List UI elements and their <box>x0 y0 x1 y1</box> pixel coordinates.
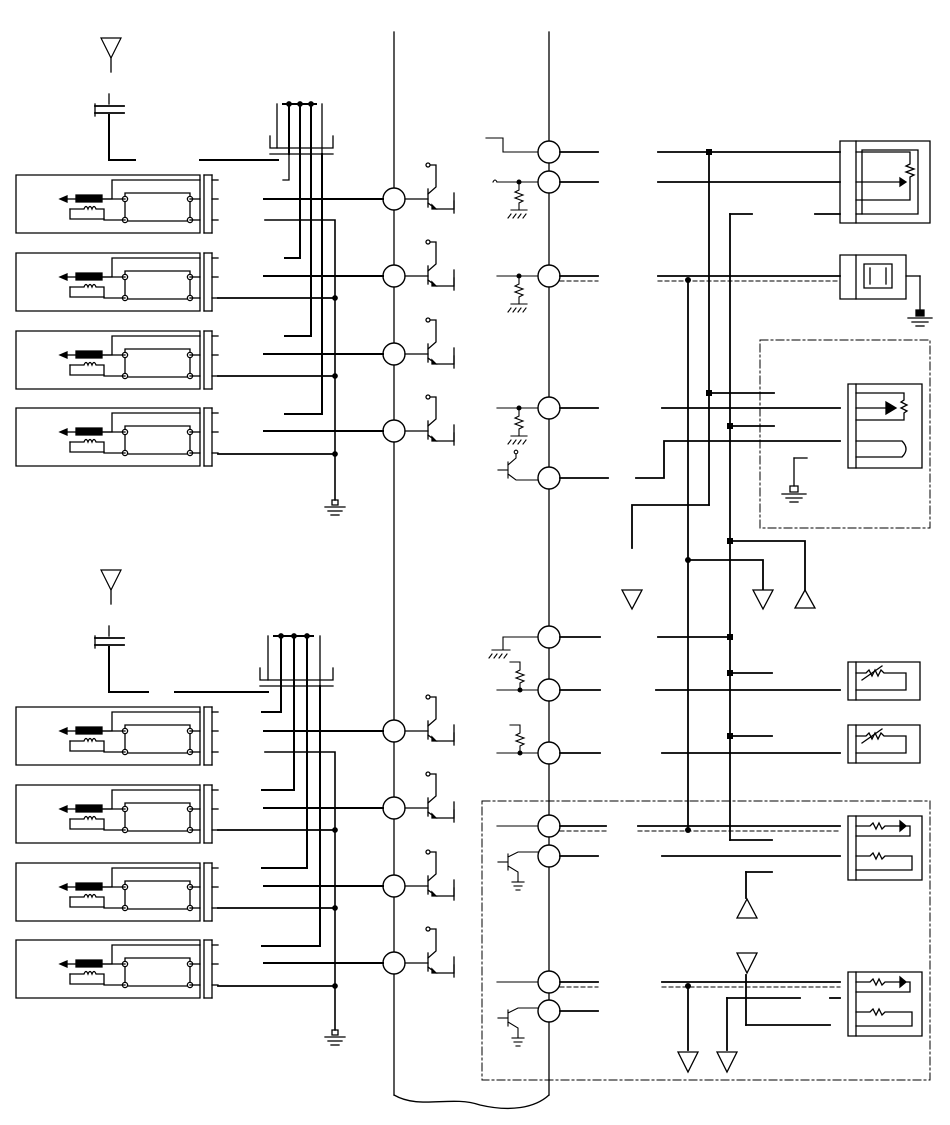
bus-node-driver <box>263 162 455 214</box>
output-triangle <box>622 590 773 1072</box>
right-wiring <box>560 152 840 1050</box>
bus-node-driver <box>263 317 455 369</box>
capacitor-upper <box>95 94 135 160</box>
bus-node-driver <box>263 771 455 823</box>
connector-lower <box>175 634 333 946</box>
ground-collector-lower <box>265 752 345 1045</box>
actuator-module <box>15 862 219 922</box>
ground-collector-upper <box>265 220 345 515</box>
controller-bus <box>394 32 549 1108</box>
led-heater-pair <box>848 816 922 880</box>
input-triangle <box>737 590 815 918</box>
actuator-module <box>15 252 219 312</box>
actuator-module <box>15 330 219 390</box>
thermistor <box>848 725 920 763</box>
bus-node-driver <box>263 849 455 901</box>
crystal-oscillator <box>840 255 932 326</box>
actuator-module <box>15 784 219 844</box>
actuator-module <box>15 407 219 467</box>
potentiometer <box>840 141 930 223</box>
actuator-module <box>15 174 219 234</box>
antenna-lower <box>101 570 121 604</box>
connector-upper <box>200 102 333 414</box>
capacitor-lower <box>95 626 148 692</box>
module-feed-lines <box>218 298 335 986</box>
dash-dot-enclosure <box>482 340 930 1080</box>
dashed-signal-lines <box>560 281 840 987</box>
antenna-upper <box>101 38 121 72</box>
sensor-potentiometer-lamp <box>782 384 922 502</box>
bus-node-driver <box>263 694 455 746</box>
led-heater-pair <box>848 972 922 1036</box>
bus-left-elements <box>486 138 538 1046</box>
bus-node-driver <box>263 926 455 978</box>
bus-node-driver <box>263 394 455 446</box>
bus-node-driver <box>263 239 455 291</box>
thermistor <box>848 662 920 700</box>
actuator-module <box>15 939 219 999</box>
actuator-module <box>15 706 219 766</box>
